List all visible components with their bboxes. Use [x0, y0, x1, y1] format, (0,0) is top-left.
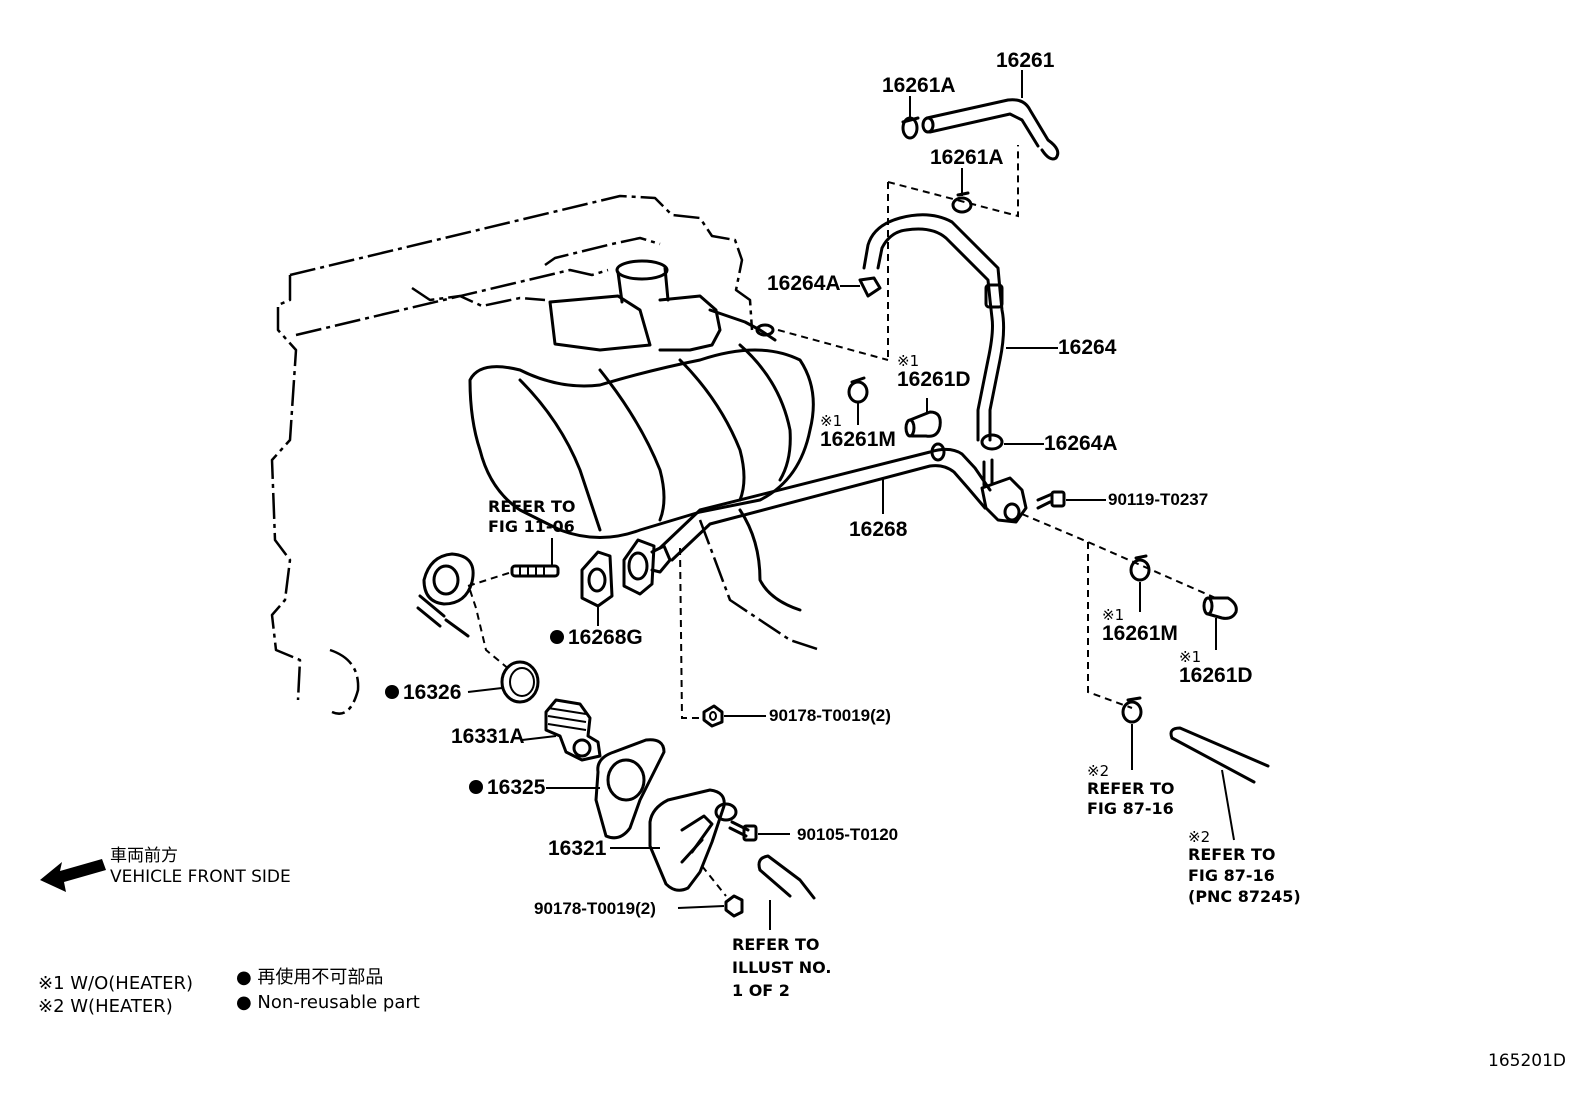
mark-note1-16261M-lower: ※1	[1102, 606, 1124, 624]
cap-16261D-upper	[904, 410, 942, 438]
pipe-flange-16268	[622, 538, 672, 596]
legend-nonreusable-en: ● Non-reusable part	[236, 992, 420, 1013]
stud-bolt	[510, 564, 560, 578]
refer-illust-line3: 1 OF 2	[732, 981, 790, 1000]
nonreusable-dot-16326	[385, 685, 399, 699]
refer-fig-11-06-line1: REFER TO	[488, 497, 576, 516]
mark-note1-16261D-lower: ※1	[1179, 648, 1201, 666]
label-16325: 16325	[487, 776, 546, 799]
reference-dashed-line-oring	[469, 589, 511, 671]
gasket-16268G	[580, 550, 614, 608]
water-outlet-fitting	[980, 458, 1028, 524]
clamp-16264A-top	[858, 276, 882, 298]
label-16264: 16264	[1058, 336, 1117, 359]
vehicle-front-arrow-icon	[40, 859, 106, 892]
nut-90178-upper	[702, 704, 724, 728]
reference-dashed-line-heater	[1087, 542, 1133, 709]
engine-flange	[416, 552, 475, 638]
leader-lines	[467, 70, 1235, 930]
label-90119-T0237: 90119-T0237	[1108, 490, 1208, 509]
label-16261: 16261	[996, 49, 1055, 72]
label-16268: 16268	[849, 518, 908, 541]
label-16264A-low: 16264A	[1044, 432, 1118, 455]
refer-illust-line1: REFER TO	[732, 935, 820, 954]
label-16261M-upper: 16261M	[820, 428, 896, 451]
cap-16261D-lower	[1202, 596, 1238, 620]
radiator-hose-ref	[757, 854, 816, 900]
hose-16261	[921, 98, 1060, 161]
refer-fig-87-16-a-line1: REFER TO	[1087, 779, 1175, 798]
oring-16326	[500, 660, 540, 704]
vehicle-front-en: VEHICLE FRONT SIDE	[110, 867, 291, 887]
nonreusable-dot-16268G	[550, 630, 564, 644]
thermostat-16331A	[544, 698, 602, 762]
pipe-16268	[658, 442, 992, 562]
refer-illust-line2: ILLUST NO.	[732, 958, 832, 977]
label-90178-T0019-upper: 90178-T0019(2)	[769, 706, 891, 725]
reference-dashed-line-stud	[467, 571, 513, 587]
label-90178-T0019-lower: 90178-T0019(2)	[534, 899, 656, 918]
label-90105-T0120: 90105-T0120	[797, 825, 898, 844]
intake-manifold	[468, 259, 815, 612]
gasket-16325	[594, 738, 666, 840]
reference-dashed-line-throttle	[777, 329, 889, 361]
reference-dashed-box-top	[887, 145, 1019, 218]
bolt-90105	[728, 820, 758, 842]
reference-dashed-line-outlet	[1021, 513, 1221, 601]
hose-16264	[862, 213, 1006, 442]
clamp-16264A-low	[980, 433, 1004, 451]
label-16264A-top: 16264A	[767, 272, 841, 295]
mark-note2-refer-a: ※2	[1087, 762, 1109, 780]
label-16261M-lower: 16261M	[1102, 622, 1178, 645]
legend-w-heater: ※2 W(HEATER)	[38, 996, 173, 1017]
legend-w-o-heater: ※1 W/O(HEATER)	[38, 973, 193, 994]
clamp-heater-ref	[1121, 696, 1143, 724]
label-16261A-mid: 16261A	[930, 146, 1004, 169]
legend-nonreusable-jp: ● 再使用不可部品	[236, 967, 383, 988]
label-16331A: 16331A	[451, 725, 525, 748]
bolt-90119	[1036, 490, 1066, 510]
nonreusable-dot-16325	[469, 780, 483, 794]
mark-note1-16261D-upper: ※1	[897, 352, 919, 370]
refer-fig-87-16-b-line3: (PNC 87245)	[1188, 887, 1301, 906]
clamp-16261M-lower	[1129, 554, 1151, 582]
refer-fig-87-16-b-line2: FIG 87-16	[1188, 866, 1275, 885]
clamp-16261A-top	[901, 116, 920, 140]
figure-id: 165201D	[1488, 1051, 1566, 1071]
clamp-16261M-upper	[847, 376, 869, 404]
heater-hose-ref	[1169, 726, 1270, 784]
label-16261A-top: 16261A	[882, 74, 956, 97]
label-16261D-upper: 16261D	[897, 368, 971, 391]
reference-dashed-line-nut	[679, 547, 702, 719]
label-16321: 16321	[548, 837, 607, 860]
refer-fig-87-16-a-line2: FIG 87-16	[1087, 799, 1174, 818]
engine-outline	[270, 194, 821, 715]
refer-fig-11-06-line2: FIG 11-06	[488, 517, 575, 536]
refer-fig-87-16-b-line1: REFER TO	[1188, 845, 1276, 864]
label-16261D-lower: 16261D	[1179, 664, 1253, 687]
reference-dashed-line-inlet	[701, 865, 727, 897]
label-16268G: 16268G	[568, 626, 643, 649]
vehicle-front-jp: 車両前方	[110, 846, 178, 866]
label-16326: 16326	[403, 681, 461, 704]
mark-note1-16261M-upper: ※1	[820, 412, 842, 430]
mark-note2-refer-b: ※2	[1188, 828, 1210, 846]
water-inlet-16321	[648, 788, 738, 892]
nut-90178-lower	[724, 894, 744, 918]
